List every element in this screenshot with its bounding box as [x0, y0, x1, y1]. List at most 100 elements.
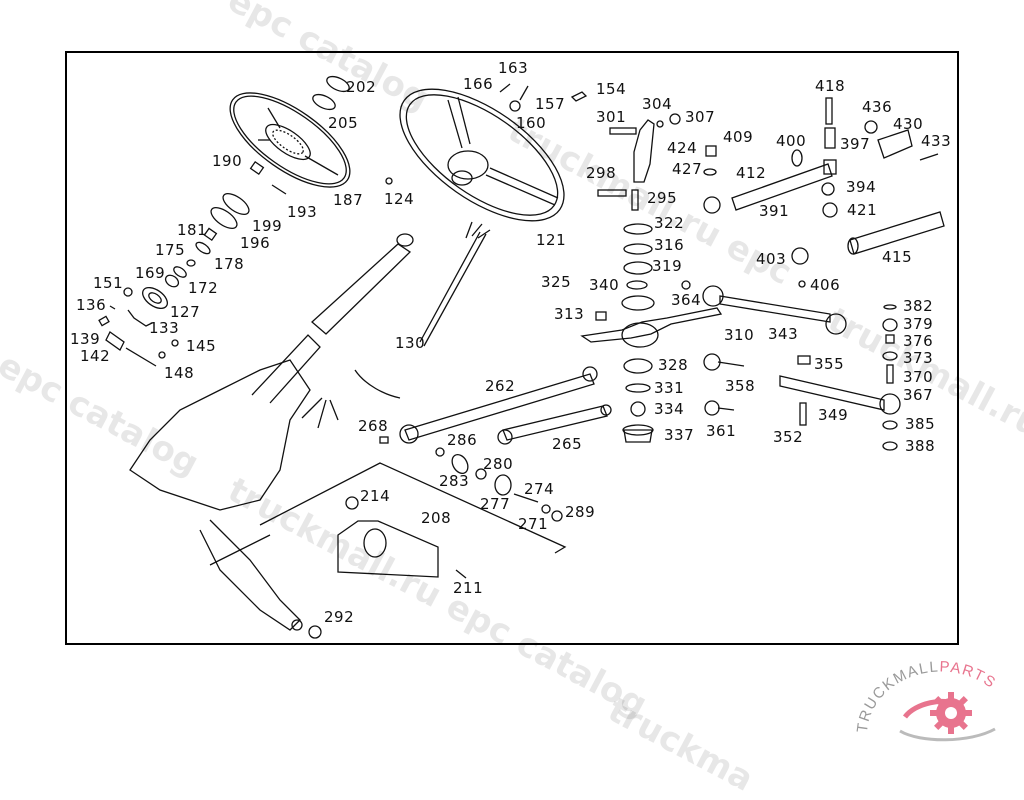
part-callout-421[interactable]: 421	[847, 201, 878, 219]
logo-text-gray: TRUCKMALL	[855, 658, 940, 733]
part-callout-286[interactable]: 286	[447, 431, 478, 449]
part-callout-370[interactable]: 370	[903, 368, 934, 386]
part-callout-277[interactable]: 277	[480, 495, 511, 513]
part-callout-322[interactable]: 322	[654, 214, 685, 232]
steering-wheel-large	[399, 88, 565, 222]
part-callout-364[interactable]: 364	[671, 291, 702, 309]
part-callout-316[interactable]: 316	[654, 236, 685, 254]
part-callout-388[interactable]: 388	[905, 437, 936, 455]
part-callout-301[interactable]: 301	[596, 108, 627, 126]
part-callout-187[interactable]: 187	[333, 191, 364, 209]
part-callout-337[interactable]: 337	[664, 426, 695, 444]
part-callout-373[interactable]: 373	[903, 349, 934, 367]
part-callout-343[interactable]: 343	[768, 325, 799, 343]
part-callout-196[interactable]: 196	[240, 234, 271, 252]
part-callout-424[interactable]: 424	[667, 139, 698, 157]
part-callout-319[interactable]: 319	[652, 257, 683, 275]
track-rods	[379, 366, 612, 522]
gear-icon	[930, 692, 972, 734]
part-callout-271[interactable]: 271	[518, 515, 549, 533]
part-callout-265[interactable]: 265	[552, 435, 583, 453]
part-callout-148[interactable]: 148	[164, 364, 195, 382]
part-callout-334[interactable]: 334	[654, 400, 685, 418]
part-callout-379[interactable]: 379	[903, 315, 934, 333]
part-callout-205[interactable]: 205	[328, 114, 359, 132]
part-callout-430[interactable]: 430	[893, 115, 924, 133]
part-205-ring	[312, 93, 336, 111]
part-callout-130[interactable]: 130	[395, 334, 426, 352]
part-callout-202[interactable]: 202	[346, 78, 377, 96]
part-callout-403[interactable]: 403	[756, 250, 787, 268]
part-callout-394[interactable]: 394	[846, 178, 877, 196]
steering-gear-box	[129, 359, 322, 639]
part-callout-136[interactable]: 136	[76, 296, 107, 314]
part-callout-172[interactable]: 172	[188, 279, 219, 297]
part-callout-121[interactable]: 121	[536, 231, 567, 249]
part-callout-409[interactable]: 409	[723, 128, 754, 146]
part-callout-355[interactable]: 355	[814, 355, 845, 373]
part-callout-385[interactable]: 385	[905, 415, 936, 433]
part-callout-208[interactable]: 208	[421, 509, 452, 527]
part-callout-406[interactable]: 406	[810, 276, 841, 294]
part-callout-367[interactable]: 367	[903, 386, 934, 404]
part-callout-310[interactable]: 310	[724, 326, 755, 344]
part-callout-151[interactable]: 151	[93, 274, 124, 292]
part-callout-313[interactable]: 313	[554, 305, 585, 323]
part-callout-262[interactable]: 262	[485, 377, 516, 395]
part-callout-274[interactable]: 274	[524, 480, 555, 498]
part-callout-427[interactable]: 427	[672, 160, 703, 178]
part-callout-145[interactable]: 145	[186, 337, 217, 355]
part-callout-283[interactable]: 283	[439, 472, 470, 490]
part-callout-127[interactable]: 127	[170, 303, 201, 321]
part-callout-361[interactable]: 361	[706, 422, 737, 440]
part-callout-331[interactable]: 331	[654, 379, 685, 397]
part-callout-193[interactable]: 193	[287, 203, 318, 221]
part-callout-163[interactable]: 163	[498, 59, 529, 77]
part-callout-292[interactable]: 292	[324, 608, 355, 626]
part-callout-397[interactable]: 397	[840, 135, 871, 153]
part-callout-160[interactable]: 160	[516, 114, 547, 132]
part-callout-298[interactable]: 298	[586, 164, 617, 182]
part-callout-304[interactable]: 304	[642, 95, 673, 113]
part-callout-211[interactable]: 211	[453, 579, 484, 597]
part-callout-352[interactable]: 352	[773, 428, 804, 446]
part-callout-340[interactable]: 340	[589, 276, 620, 294]
part-callout-382[interactable]: 382	[903, 297, 934, 315]
part-callout-289[interactable]: 289	[565, 503, 596, 521]
part-callout-328[interactable]: 328	[658, 356, 689, 374]
part-callout-139[interactable]: 139	[70, 330, 101, 348]
part-callout-295[interactable]: 295	[647, 189, 678, 207]
part-callout-418[interactable]: 418	[815, 77, 846, 95]
part-callout-433[interactable]: 433	[921, 132, 952, 150]
part-callout-349[interactable]: 349	[818, 406, 849, 424]
part-callout-268[interactable]: 268	[358, 417, 389, 435]
part-callout-325[interactable]: 325	[541, 273, 572, 291]
part-callout-214[interactable]: 214	[360, 487, 391, 505]
part-callout-157[interactable]: 157	[535, 95, 566, 113]
part-callout-178[interactable]: 178	[214, 255, 245, 273]
part-199-ring	[222, 193, 250, 215]
part-callout-181[interactable]: 181	[177, 221, 208, 239]
part-callout-169[interactable]: 169	[135, 264, 166, 282]
part-callout-154[interactable]: 154	[596, 80, 627, 98]
svg-text:TRUCKMALLPARTS: TRUCKMALLPARTS	[855, 658, 999, 733]
part-callout-190[interactable]: 190	[212, 152, 243, 170]
part-callout-142[interactable]: 142	[80, 347, 111, 365]
part-callout-124[interactable]: 124	[384, 190, 415, 208]
part-callout-175[interactable]: 175	[155, 241, 186, 259]
part-callout-358[interactable]: 358	[725, 377, 756, 395]
diagram-artwork	[98, 75, 945, 639]
part-callout-376[interactable]: 376	[903, 332, 934, 350]
part-callout-436[interactable]: 436	[862, 98, 893, 116]
part-callout-391[interactable]: 391	[759, 202, 790, 220]
part-callout-133[interactable]: 133	[149, 319, 180, 337]
truckmallparts-logo: TRUCKMALLPARTS	[854, 655, 1020, 750]
part-callout-307[interactable]: 307	[685, 108, 716, 126]
part-callout-400[interactable]: 400	[776, 132, 807, 150]
part-callout-199[interactable]: 199	[252, 217, 283, 235]
part-callout-280[interactable]: 280	[483, 455, 514, 473]
part-callout-166[interactable]: 166	[463, 75, 494, 93]
part-callout-415[interactable]: 415	[882, 248, 913, 266]
part-callout-412[interactable]: 412	[736, 164, 767, 182]
logo-graphic: TRUCKMALLPARTS	[854, 658, 999, 742]
